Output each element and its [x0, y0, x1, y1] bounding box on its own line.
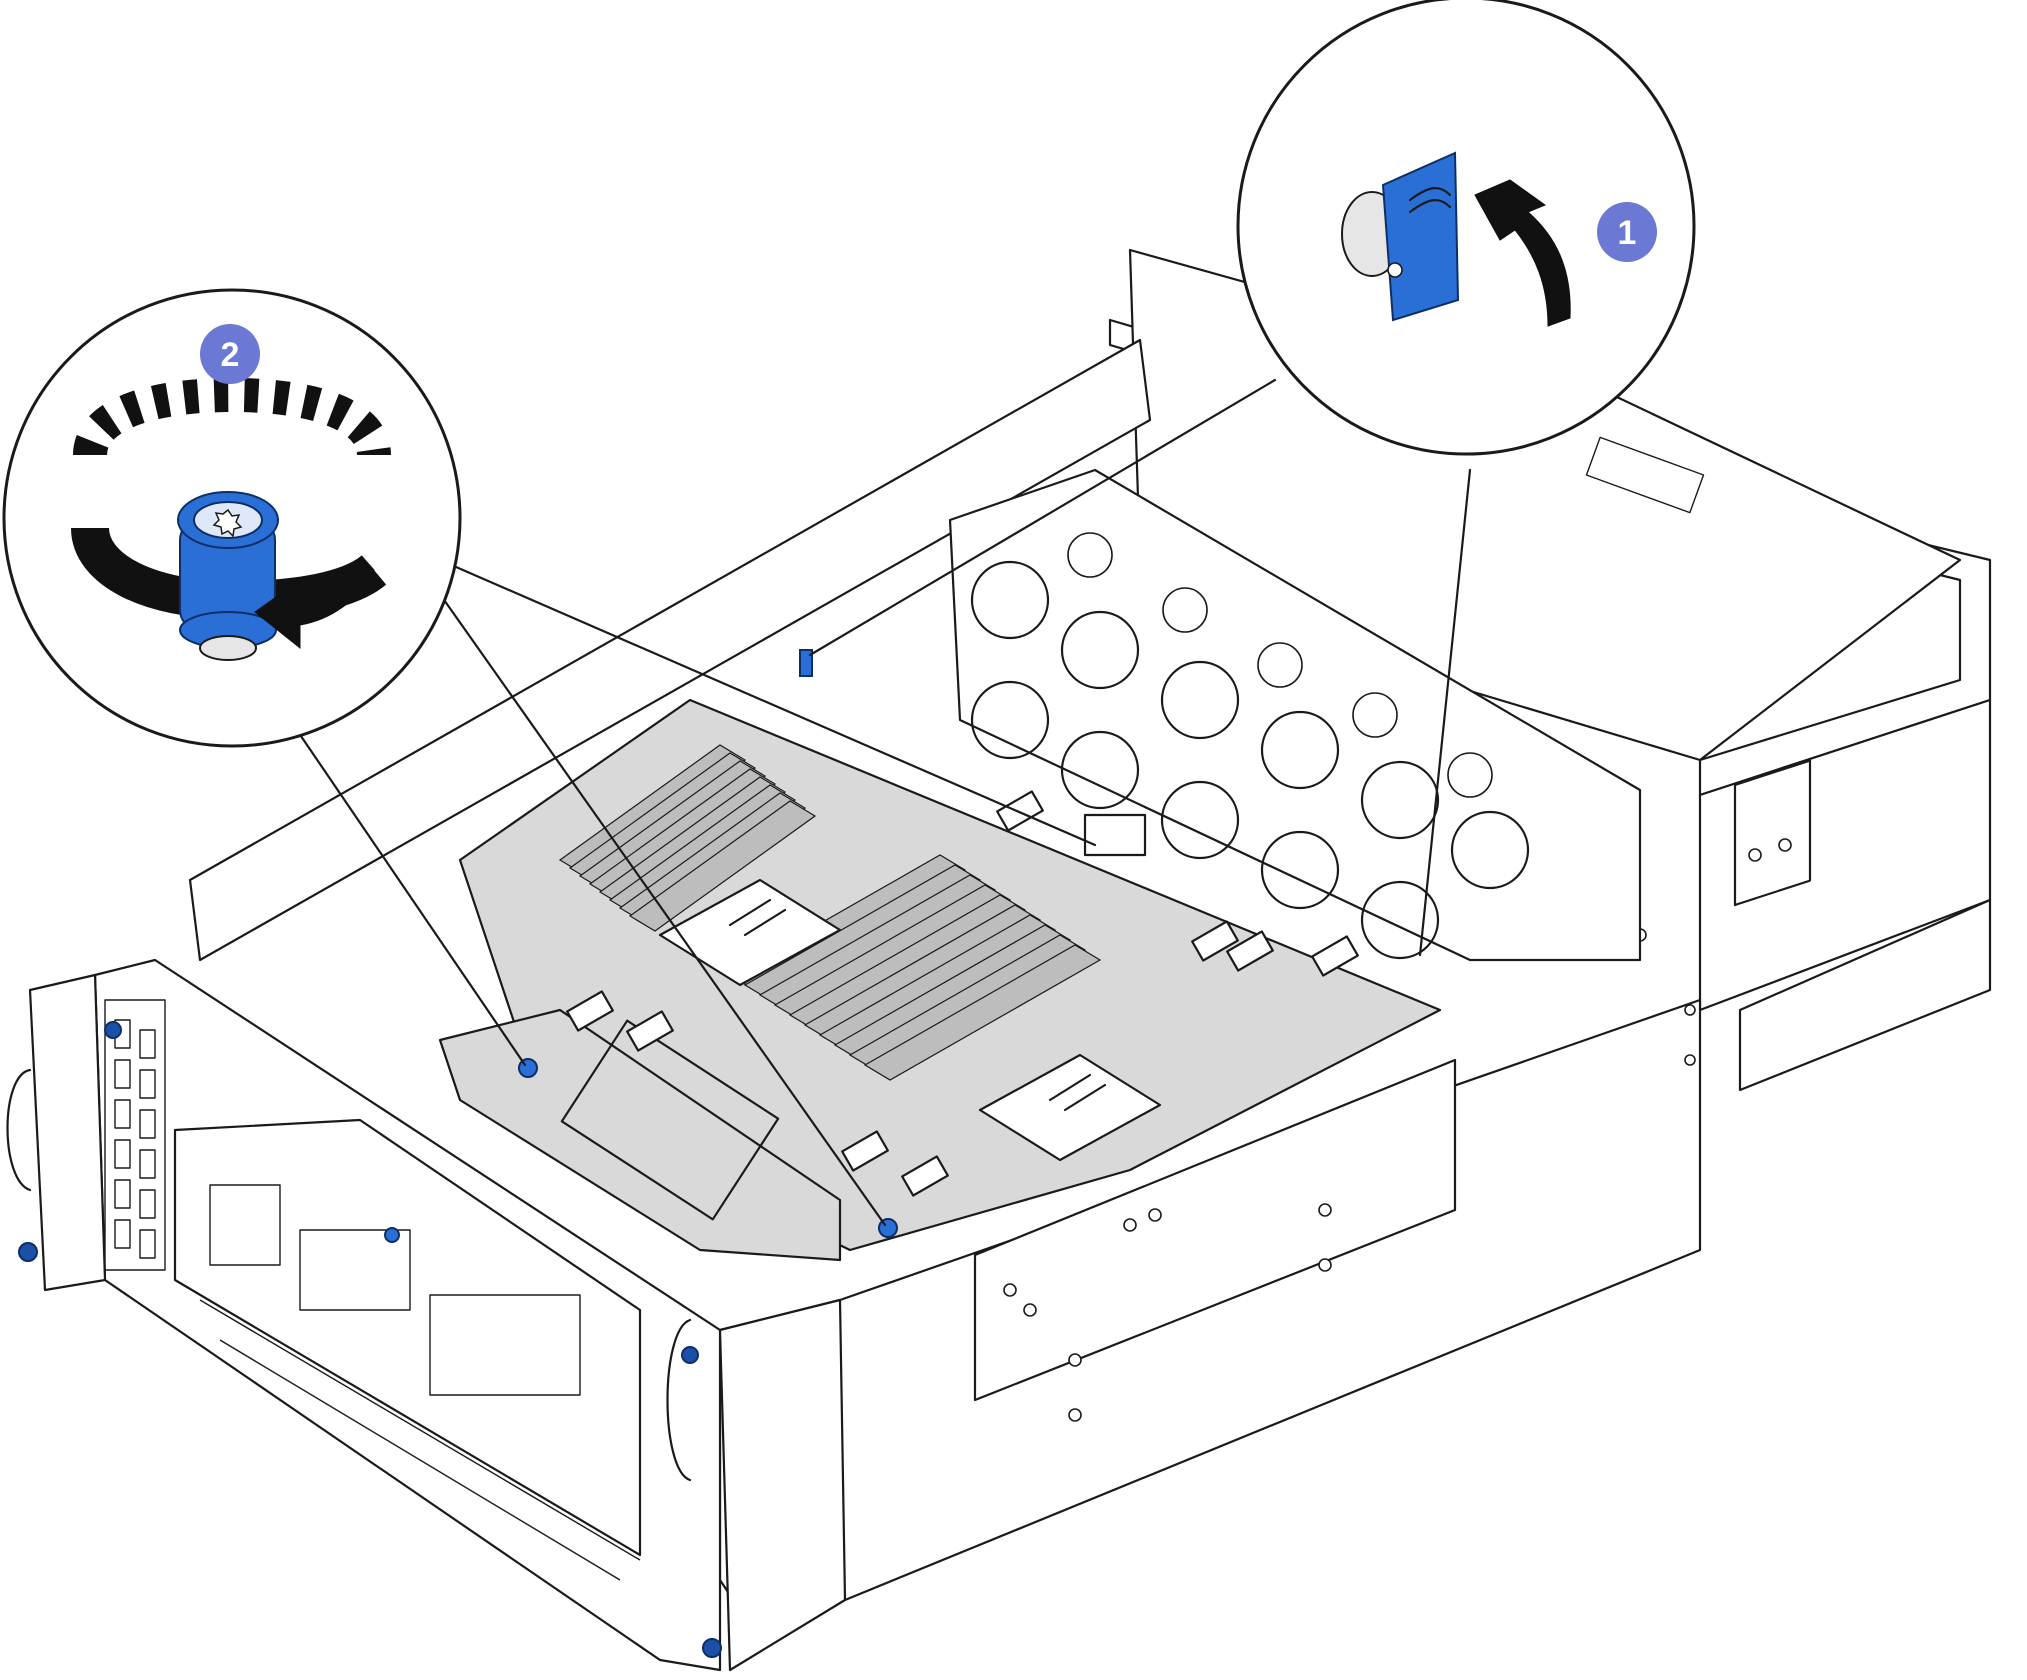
rotate-up-arrow-icon — [1474, 179, 1571, 327]
processor-sockets — [658, 878, 1162, 1162]
board-connectors — [566, 790, 1359, 1197]
thumbscrew-icon[interactable] — [177, 491, 279, 661]
dimm-bank-b — [728, 854, 1102, 1081]
front-thumbscrew-top-left[interactable] — [104, 1021, 122, 1039]
step-badge-1: 1 — [1597, 202, 1657, 262]
svg-text:2: 2 — [221, 336, 240, 374]
fan-cage-latch[interactable] — [799, 649, 813, 677]
front-vent-grille — [104, 999, 166, 1271]
svg-text:1: 1 — [1618, 214, 1637, 252]
front-ear-left — [28, 973, 107, 1292]
fan-cage-frame — [948, 468, 1642, 962]
front-thumbscrew-left[interactable] — [18, 1242, 38, 1262]
system-board-front-tray — [438, 1008, 842, 1262]
callout-latch-detail: 1 — [1236, 0, 1696, 456]
board-thumbscrew-mid[interactable] — [384, 1227, 400, 1243]
drive-cage — [173, 1118, 642, 1557]
step-badge-2: 2 — [200, 324, 260, 384]
front-ear-right — [718, 1298, 847, 1672]
callout-thumbscrew-detail: 2 — [2, 288, 462, 748]
fan-modules — [1067, 532, 1493, 798]
callout-leader-lines — [288, 378, 1472, 1227]
fan-cage — [948, 468, 1642, 962]
fan-bays — [970, 560, 1530, 960]
front-thumbscrew-right[interactable] — [702, 1638, 722, 1658]
chassis-left-wall — [188, 338, 1152, 962]
front-thumbscrew-top-right[interactable] — [681, 1346, 699, 1364]
counterclockwise-arrow-icon — [254, 559, 375, 650]
